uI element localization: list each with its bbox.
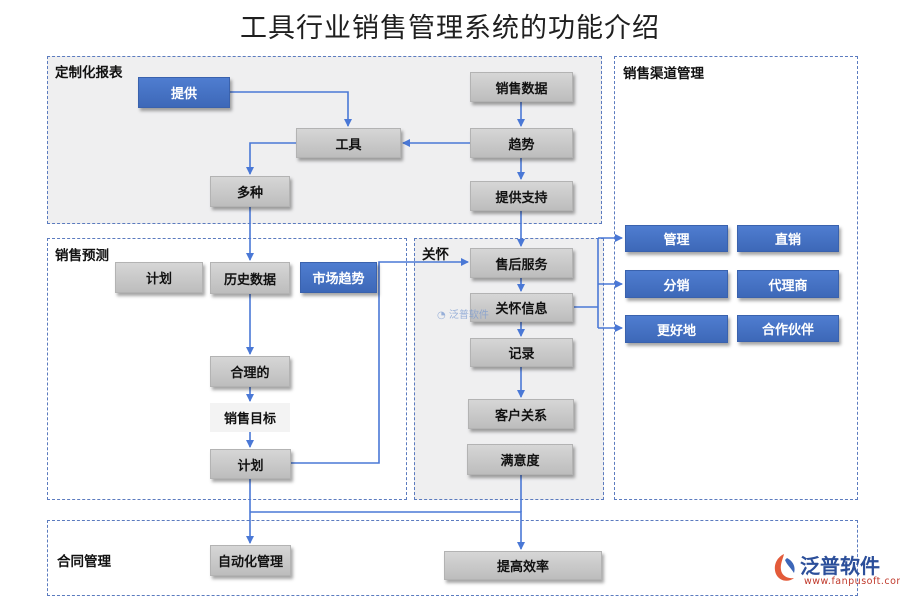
node-partner: 合作伙伴 xyxy=(737,315,839,342)
edge-provide-tool xyxy=(230,91,352,127)
node-after-sales: 售后服务 xyxy=(470,248,573,278)
watermark-logo: ◔ 泛普软件 xyxy=(437,306,489,321)
node-reasonable: 合理的 xyxy=(210,356,290,387)
edge-plan-efficiency xyxy=(250,511,525,550)
region-sales-forecast xyxy=(47,238,407,500)
node-history-data: 历史数据 xyxy=(210,262,290,294)
watermark-text: 泛普软件 xyxy=(448,310,489,321)
region-label-channel: 销售渠道管理 xyxy=(623,66,704,82)
watermark-icon: ◔ xyxy=(437,310,446,321)
node-agent: 代理商 xyxy=(737,270,839,298)
edge-tool-variety xyxy=(246,142,296,175)
node-customer-relation: 客户关系 xyxy=(468,399,574,429)
node-sales-data: 销售数据 xyxy=(470,72,573,102)
brand-name: 泛普软件 xyxy=(800,554,880,578)
node-manage: 管理 xyxy=(625,225,728,252)
region-label-care: 关怀 xyxy=(422,247,449,263)
edge-plan-aftersales xyxy=(291,258,469,464)
node-better: 更好地 xyxy=(625,315,728,343)
region-channel xyxy=(614,56,858,500)
node-plan-left: 计划 xyxy=(115,262,203,293)
node-tool: 工具 xyxy=(296,128,401,158)
node-record: 记录 xyxy=(470,338,573,367)
node-variety: 多种 xyxy=(210,176,290,207)
node-direct-sale: 直销 xyxy=(737,225,839,252)
page-title: 工具行业销售管理系统的功能介绍 xyxy=(240,13,660,44)
region-label-sales-forecast: 销售预测 xyxy=(55,248,109,264)
node-auto-manage: 自动化管理 xyxy=(210,545,291,576)
node-provide: 提供 xyxy=(138,77,230,108)
region-label-contract: 合同管理 xyxy=(57,554,111,570)
brand-logo: 泛普软件 www.fanpusoft.com xyxy=(770,548,900,592)
node-distribution: 分销 xyxy=(625,270,728,298)
brand-url: www.fanpusoft.com xyxy=(804,576,900,587)
node-provide-support: 提供支持 xyxy=(470,181,573,211)
node-satisfaction: 满意度 xyxy=(467,444,573,475)
brand-mark-icon xyxy=(774,554,795,581)
node-plan: 计划 xyxy=(210,449,291,479)
node-trend: 趋势 xyxy=(470,128,573,158)
node-sales-target: 销售目标 xyxy=(210,403,290,432)
node-care-info: 关怀信息 xyxy=(470,293,573,322)
region-contract xyxy=(47,520,858,596)
region-label-custom-report: 定制化报表 xyxy=(55,65,123,81)
node-efficiency: 提高效率 xyxy=(444,551,602,580)
node-market-trend: 市场趋势 xyxy=(300,262,377,293)
